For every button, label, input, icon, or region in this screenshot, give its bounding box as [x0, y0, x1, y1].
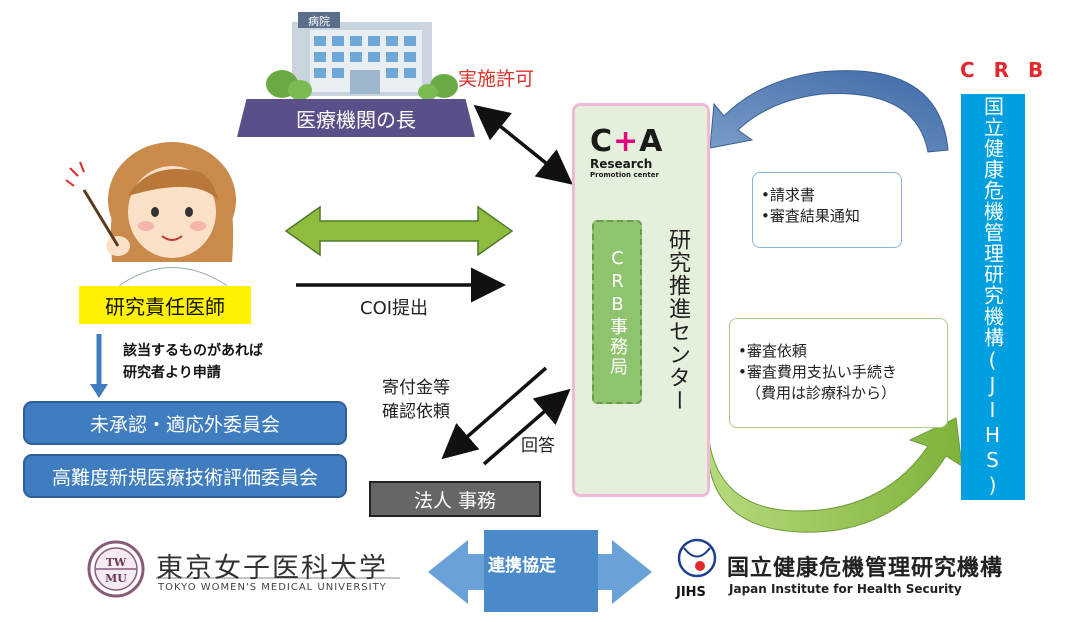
agreement-label: 連携協定: [488, 556, 556, 576]
committee-advanced-tech: 高難度新規医療技術評価委員会: [23, 454, 347, 498]
committee-unapproved: 未承認・適応外委員会: [23, 401, 347, 445]
donation-request-arrow: [441, 366, 548, 460]
donation-label: 寄付金等 確認依頼: [382, 376, 450, 424]
doctor-label: 研究責任医師: [79, 286, 251, 324]
corp-office-label: 法人 事務: [369, 481, 541, 517]
apply-note-line1: 該当するものがあれば: [123, 343, 263, 359]
jihs-pillar-label: 国立健康危機管理研究機構(JIHS): [961, 94, 1025, 500]
donation-label-line1: 寄付金等: [382, 378, 450, 398]
invoice-box: •請求書 •審査結果通知: [752, 172, 902, 248]
hospital-building-icon: [266, 12, 458, 100]
request-item: （費用は診療科から）: [746, 384, 897, 402]
coi-label: COI提出: [360, 298, 429, 319]
jihs-to-center-curve-arrow: [709, 70, 949, 153]
ca-logo-a: A: [639, 124, 664, 159]
ca-logo-plus: +: [613, 124, 640, 159]
ca-logo-sub2: Promotion center: [590, 171, 659, 179]
apply-note-line2: 研究者より申請: [123, 365, 221, 381]
twmu-sub: TOKYO WOMEN'S MEDICAL UNIVERSITY: [158, 582, 387, 593]
jihs-mark-icon: [677, 538, 717, 578]
doctor-center-green-arrow: [284, 205, 514, 257]
hospital-center-arrow: [473, 104, 573, 185]
ca-logo-c: C: [590, 124, 614, 159]
answer-label: 回答: [521, 436, 555, 456]
request-item: •審査費用支払い手続き: [738, 363, 897, 381]
ca-logo: C+A Research Promotion center: [590, 124, 690, 179]
center-to-jihs-curve-arrow: [706, 417, 963, 533]
hospital-sign: 病院: [308, 14, 330, 28]
invoice-item: •審査結果通知: [761, 207, 860, 225]
twmu-emblem-icon: [87, 540, 145, 598]
research-center-label: 研究推進センター: [665, 228, 690, 412]
answer-arrow: [482, 388, 571, 466]
crb-title: C R B: [960, 58, 1050, 82]
hospital-head-label: 医療機関の長: [237, 99, 475, 137]
apply-note: 該当するものがあれば 研究者より申請: [123, 340, 263, 384]
twmu-emblem-bottom: MU: [105, 572, 127, 585]
twmu-name: 東京女子医科大学: [156, 553, 388, 584]
jihs-mark-text: JIHS: [676, 585, 706, 600]
ca-logo-sub1: Research: [590, 157, 653, 171]
crb-office-label: CRB事務局: [592, 220, 642, 404]
request-item: •審査依頼: [738, 342, 807, 360]
request-box: •審査依頼 •審査費用支払い手続き （費用は診療科から）: [729, 318, 948, 428]
jihs-sub: Japan Institute for Health Security: [729, 582, 962, 596]
donation-label-line2: 確認依頼: [382, 402, 450, 422]
invoice-item: •請求書: [761, 186, 815, 204]
doctor-illustration-icon: [65, 142, 236, 293]
approval-label: 実施許可: [458, 68, 535, 90]
agreement-box: [484, 530, 598, 612]
jihs-name: 国立健康危機管理研究機構: [727, 556, 1004, 581]
twmu-emblem-top: TW: [106, 556, 127, 569]
